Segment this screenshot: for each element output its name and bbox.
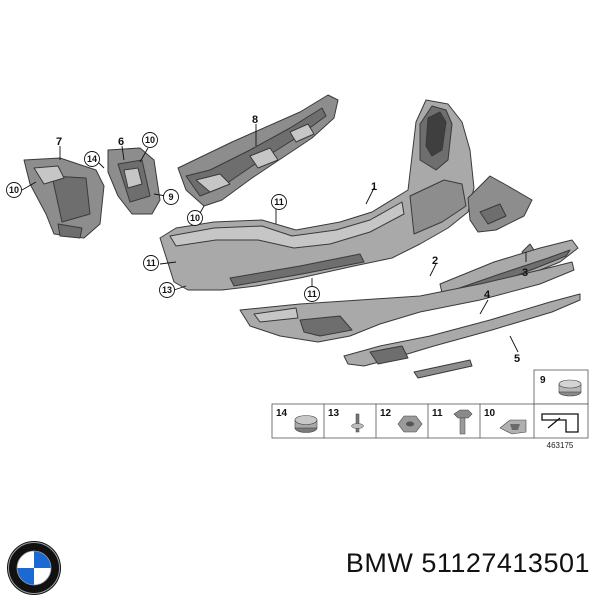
callout-5: 5 bbox=[514, 353, 520, 365]
legend-cell-14-num: 14 bbox=[276, 408, 288, 419]
legend-cell-10-num: 10 bbox=[484, 408, 496, 419]
circled-callouts: 14 10 10 9 10 11 11 13 11 bbox=[6, 132, 320, 302]
callout-14: 14 bbox=[87, 154, 97, 164]
bmw-roundel-logo bbox=[7, 541, 61, 595]
callout-9-mid: 9 bbox=[168, 192, 173, 202]
legend-nut-14 bbox=[294, 415, 318, 433]
brand-name: BMW bbox=[345, 548, 414, 578]
callout-3: 3 bbox=[522, 267, 528, 279]
callout-labels: 1 2 3 4 5 6 7 8 bbox=[56, 114, 528, 365]
legend-arrow-icon bbox=[541, 413, 579, 433]
legend-cell-13-num: 13 bbox=[328, 408, 340, 419]
part-5-strip bbox=[343, 293, 581, 379]
part-number: 51127413501 bbox=[421, 548, 590, 578]
callout-11-left: 11 bbox=[146, 258, 156, 268]
fastener-legend: 9 14 13 12 11 bbox=[271, 369, 589, 450]
callout-8: 8 bbox=[252, 114, 258, 126]
part-6-bracket bbox=[107, 147, 161, 215]
part-7-bracket bbox=[23, 157, 105, 239]
callout-2: 2 bbox=[432, 255, 438, 267]
legend-cell-9-num: 9 bbox=[540, 375, 546, 386]
callout-4: 4 bbox=[484, 289, 491, 301]
legend-hexnut-12 bbox=[397, 415, 423, 433]
legend-clip-13 bbox=[351, 413, 364, 433]
callout-10-top: 10 bbox=[145, 135, 155, 145]
callout-6: 6 bbox=[118, 136, 124, 148]
legend-cell-11-num: 11 bbox=[432, 408, 443, 419]
callout-10-mid: 10 bbox=[190, 213, 200, 223]
part-8-carrier bbox=[177, 94, 339, 207]
legend-clip-10 bbox=[499, 419, 527, 435]
legend-cell-12-num: 12 bbox=[380, 408, 392, 419]
callout-10-left: 10 bbox=[9, 185, 19, 195]
part-1-bumper-cover bbox=[159, 99, 475, 291]
part-3-insert bbox=[467, 175, 535, 259]
callout-13: 13 bbox=[162, 285, 172, 295]
legend-spacer-9 bbox=[558, 379, 582, 397]
callout-11-top: 11 bbox=[274, 197, 284, 207]
part-4-lower-trim bbox=[239, 261, 575, 343]
callout-11-bottom: 11 bbox=[307, 289, 317, 299]
legend-screw-11 bbox=[453, 409, 473, 435]
callout-7: 7 bbox=[56, 136, 62, 148]
callout-1: 1 bbox=[371, 181, 377, 193]
legend-doc-number: 463175 bbox=[547, 441, 574, 450]
part-number-line: BMW 51127413501 bbox=[320, 548, 590, 579]
